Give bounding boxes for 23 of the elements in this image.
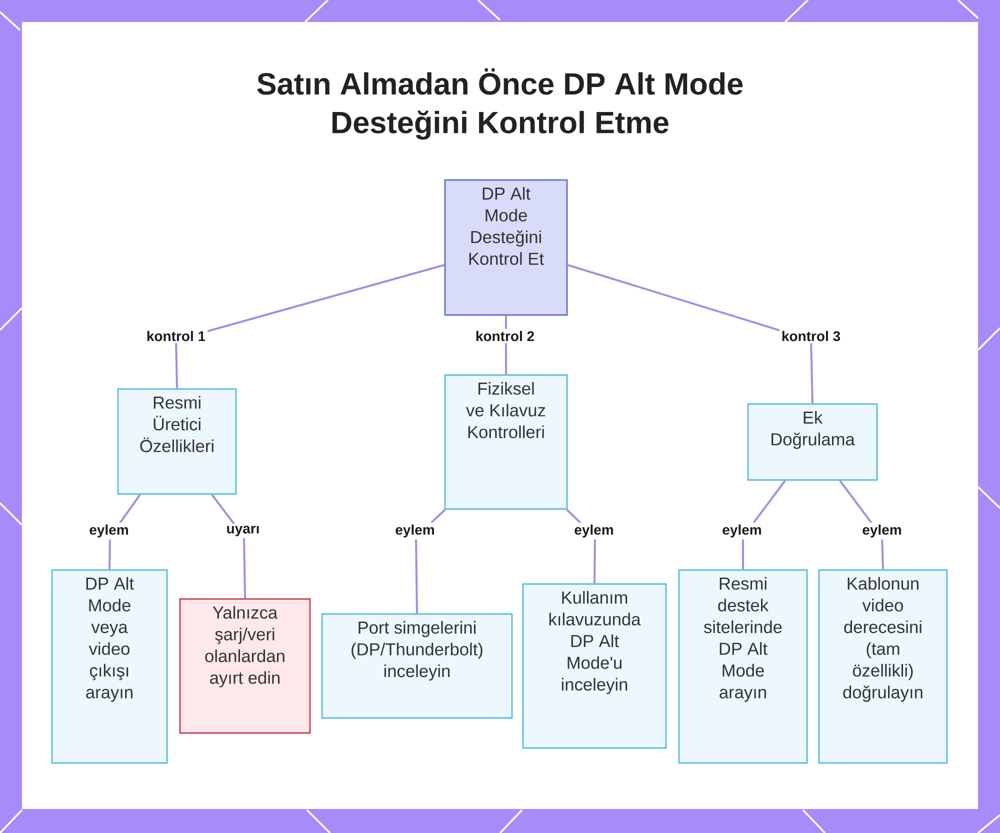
- warning-box: Yalnızca şarj/veri olanlardan ayırt edin: [179, 598, 311, 734]
- action-box: Resmi destek sitelerinde DP Alt Mode arayın: [678, 569, 808, 764]
- category-box: Resmi Üretici Özellikleri: [117, 388, 237, 495]
- edge-label: kontrol 1: [144, 328, 208, 344]
- edge-label: eylem: [393, 522, 437, 540]
- connector-line: [175, 264, 445, 388]
- category-box: Ek Doğrulama: [747, 403, 878, 481]
- title: Satın Almadan Önce DP Alt Mode Desteğini Kontrol Etme: [257, 68, 743, 140]
- action-box: DP Alt Mode veya video çıkışı arayın: [51, 569, 168, 764]
- edge-label: kontrol 3: [779, 328, 843, 344]
- connector-line: [567, 264, 814, 404]
- action-box: Port simgelerini (DP/Thunderbolt) inceleyin: [321, 613, 513, 719]
- edge-label: eylem: [87, 522, 131, 540]
- edge-label: kontrol 2: [473, 328, 537, 344]
- action-box: Kullanım kılavuzunda DP Alt Mode'u inceleyin: [522, 583, 667, 749]
- category-box: Fiziksel ve Kılavuz Kontrolleri: [444, 374, 568, 510]
- edge-label: eylem: [860, 522, 904, 540]
- topic-box: DP Alt Mode Desteğini Kontrol Et: [444, 179, 568, 316]
- connector-line: [211, 494, 246, 598]
- edge-label: eylem: [572, 522, 616, 540]
- edge-label: uyarı: [224, 524, 262, 538]
- edge-label: eylem: [720, 522, 764, 540]
- action-box: Kablonun video derecesini (tam özellikli) doğrulayın: [818, 569, 948, 764]
